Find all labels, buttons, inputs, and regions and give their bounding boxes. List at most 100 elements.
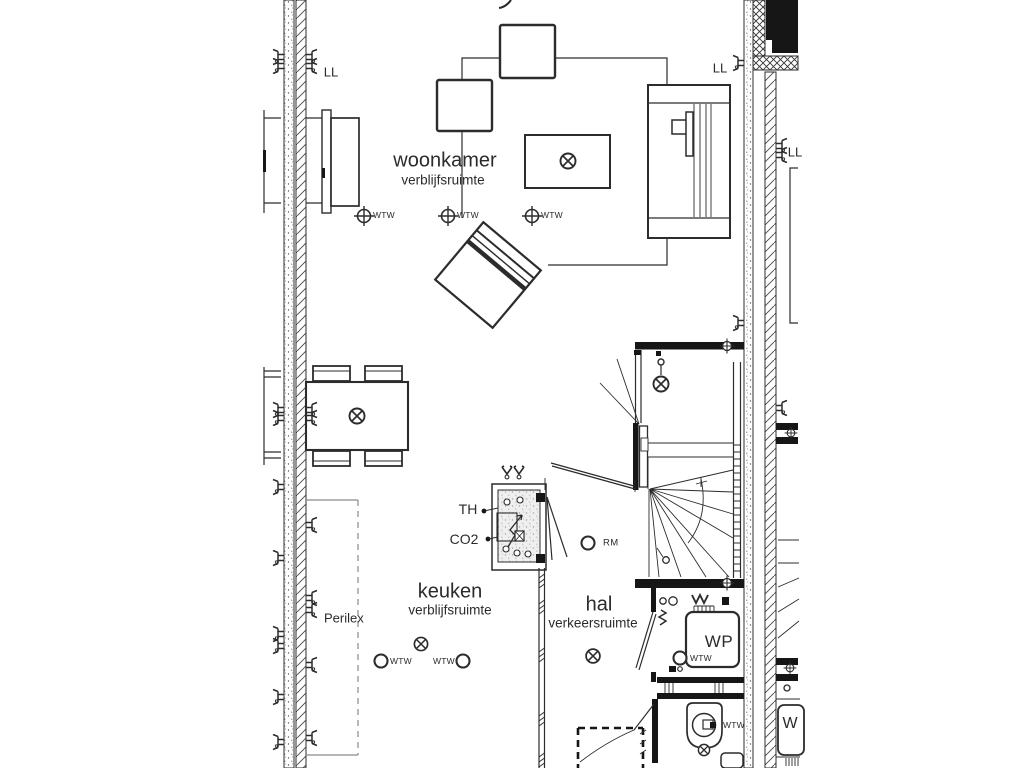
kitchen-counter [306,499,359,756]
ll-label: LL [712,60,728,76]
wtw-label: WTW [690,653,712,663]
keuken-hal-wall [538,568,546,768]
keuken-ceiling-light-icon [413,636,429,652]
socket-icon [305,57,318,75]
meterkast-door [546,496,568,561]
neighbor-unit-box [777,704,805,756]
stair-top-wall [635,342,744,356]
socket-icon [732,54,745,72]
co2-leader [485,536,499,542]
room-type-keuken: verblijfsruimte [408,602,492,618]
socket-icon [775,146,788,164]
socket-icon [732,314,745,332]
eettafel-ceiling-light-icon [348,407,366,425]
staircase-winder-treads [647,442,734,578]
room-label-woonkamer: woonkamer [393,149,497,172]
top-right-structural-corner [752,0,799,71]
wp-room-west-wall [651,588,656,682]
woonkamer-ceiling-light-icon [559,152,577,170]
wtw-valve-icon [521,205,543,227]
wp-unit [684,610,741,669]
hal-ceiling-light-icon [585,648,601,664]
socket-icon [305,656,318,674]
th-leader [481,507,499,514]
ll-label: LL [787,144,803,160]
room-label-hal: hal [585,593,613,616]
door-spring-icon [657,609,668,626]
hand-basin [720,752,744,768]
wc-door-zone [576,703,655,768]
wall-valve-icon [718,337,736,355]
room-label-keuken: keuken [417,580,483,603]
wtw-label: WTW [373,210,395,220]
dining-chair [312,450,351,467]
dining-chair [364,450,403,467]
meterkast [491,465,547,571]
room-type-woonkamer: verblijfsruimte [401,172,485,188]
doorstop-icon [656,547,670,564]
wp-room-appliance-symbols [659,592,729,612]
stair-door [599,358,649,490]
dining-chair [312,365,351,382]
wtw-valve-icon [437,205,459,227]
socket-icon [272,478,285,496]
wp-socket-icon [669,666,683,672]
armchair-rotated [433,220,543,330]
socket-icon [272,733,285,751]
door-wp-room [635,609,668,671]
duct-wall [657,677,744,699]
socket-icon [272,688,285,706]
window-eetkamer [263,367,281,465]
rm-label: RM [603,537,619,549]
ll-label: LL [323,64,339,80]
sockets-left-wall-outside [272,48,285,751]
wc-ceiling-light-icon [697,743,711,757]
wp-label: WP [704,632,734,651]
socket-icon [305,729,318,747]
co2-label: CO2 [449,531,479,547]
walkline-arrow-icon [695,477,708,487]
room-type-hal: verkeersruimte [548,615,638,631]
socket-icon [305,516,318,534]
socket-icon [272,549,285,567]
furniture-group-lines [461,0,668,266]
stair-left-wall [634,350,642,423]
left-party-wall [283,0,307,768]
wc-west-wall [652,699,658,763]
radiator-woonkamer [321,109,360,214]
armchair-top [498,23,557,80]
th-label: TH [458,501,478,517]
window-woonkamer [263,110,322,213]
intercom-icon [501,465,513,480]
wtw-valve-icon [672,650,688,666]
smoke-detector-icon [580,535,596,551]
supply-arrow-icon [507,514,523,548]
wtw-label: WTW [541,210,563,220]
wtw-label: WTW [457,210,479,220]
socket-icon [775,399,788,417]
door-hal [544,462,636,492]
right-party-wall [743,0,777,768]
armchair-left [435,78,494,133]
wtw-valve-icon [373,653,389,669]
wtw-valve-icon [353,205,375,227]
stair-balustrade [732,362,742,578]
stair-bottom-wall [635,579,744,588]
tv-cabinet [647,84,731,239]
wtw-label: WTW [433,656,455,666]
wtw-label: WTW [390,656,412,666]
stair-pendant-light-icon [652,358,670,393]
dining-chair [364,365,403,382]
sockets-right-wall [732,54,788,417]
toilet [686,702,723,757]
neighbor-w-label: W [782,715,798,732]
perilex-label: Perilex [324,610,364,626]
socket-icon [272,57,285,75]
wtw-label: WTW [723,720,745,730]
wall-valve-icon [718,574,736,592]
neighbor-stairs [777,539,800,639]
wtw-valve-icon [455,653,471,669]
neighbor-strip [776,167,805,766]
